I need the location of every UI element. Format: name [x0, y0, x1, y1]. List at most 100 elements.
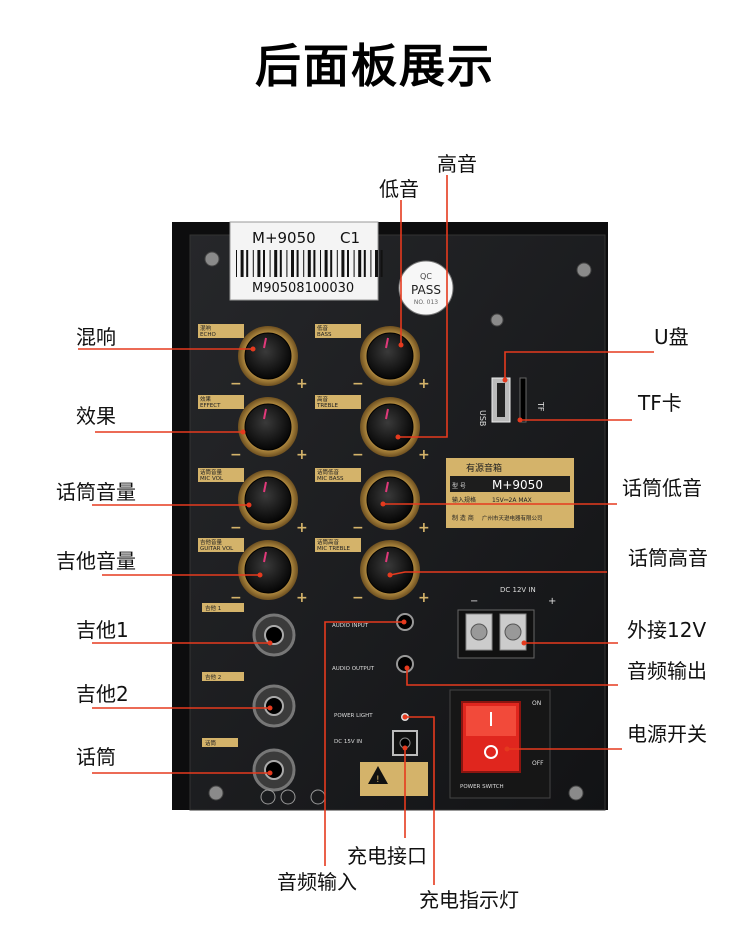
callout-dot-13 [521, 640, 527, 646]
callout-line-17 [324, 621, 404, 866]
callout-line-18 [405, 716, 435, 885]
callout-dot-2 [250, 346, 256, 352]
callout-dot-10 [517, 417, 523, 423]
svg-text:话筒低音: 话筒低音 [317, 468, 340, 476]
callout-dot-17 [401, 619, 407, 625]
callout-line-14 [406, 668, 618, 686]
svg-text:制 造 商: 制 造 商 [452, 514, 474, 522]
callout-dot-16 [402, 745, 408, 751]
callout-treble: 高音 [437, 152, 477, 176]
svg-text:话筒音量: 话筒音量 [200, 468, 223, 476]
callout-dot-15 [504, 746, 510, 752]
guitar1-jack: 吉他 1 [202, 603, 296, 657]
warning-icon: ! [360, 762, 428, 796]
page-title: 后面板展示 [255, 39, 495, 93]
svg-text:+: + [296, 447, 308, 463]
callout-usb: U盘 [654, 325, 689, 349]
svg-text:−: − [230, 447, 242, 463]
svg-text:POWER LIGHT: POWER LIGHT [334, 713, 373, 719]
callout-audio-output: 音频输出 [627, 659, 707, 683]
callout-dot-7 [267, 705, 273, 711]
callout-mic: 话筒 [76, 745, 116, 769]
callout-dot-11 [380, 501, 386, 507]
nameplate: 有源音箱 型 号 M+9050 输入规格 15V⎓2A MAX 制 造 商 广州… [446, 458, 574, 528]
svg-text:−: − [352, 376, 364, 392]
svg-text:+: + [296, 520, 308, 536]
callout-line-9 [504, 351, 654, 380]
svg-text:DC 15V IN: DC 15V IN [334, 739, 362, 745]
svg-text:MIC TREBLE: MIC TREBLE [317, 546, 350, 552]
callout-guitar1: 吉他1 [76, 618, 129, 642]
callout-dot-0 [395, 434, 401, 440]
callout-dc12v: 外接12V [627, 618, 707, 642]
svg-text:+: + [296, 376, 308, 392]
callout-effect: 效果 [76, 404, 116, 428]
barcode-sticker: M+9050 C1 M90508100030 [229, 221, 383, 301]
svg-text:TF: TF [536, 401, 545, 412]
callout-tf: TF卡 [638, 391, 682, 415]
callout-mic-treble: 话筒高音 [628, 546, 708, 570]
svg-text:−: − [230, 376, 242, 392]
svg-text:吉他音量: 吉他音量 [200, 538, 223, 546]
svg-text:AUDIO INPUT: AUDIO INPUT [332, 623, 369, 629]
svg-text:+: + [418, 376, 430, 392]
callout-lines [78, 175, 654, 885]
callout-dots [240, 342, 527, 776]
svg-text:有源音箱: 有源音箱 [466, 462, 502, 474]
mic-jack: 话筒 [202, 738, 296, 792]
svg-text:POWER SWITCH: POWER SWITCH [460, 784, 504, 790]
callout-guitar2: 吉他2 [76, 682, 129, 706]
callout-dot-8 [267, 770, 273, 776]
callout-line-12 [389, 571, 607, 576]
callout-bass: 低音 [379, 177, 419, 201]
svg-text:USB: USB [478, 410, 487, 426]
svg-text:−: − [352, 520, 364, 536]
callout-echo: 混响 [76, 325, 116, 349]
svg-text:EFFECT: EFFECT [200, 403, 221, 409]
svg-text:15V⎓2A MAX: 15V⎓2A MAX [492, 497, 532, 504]
svg-text:型 号: 型 号 [452, 482, 466, 490]
svg-text:广州市天逊电器有限公司: 广州市天逊电器有限公司 [482, 514, 543, 522]
svg-text:−: − [352, 590, 364, 606]
svg-text:TREBLE: TREBLE [316, 403, 338, 409]
callout-dot-5 [257, 572, 263, 578]
svg-text:+: + [548, 596, 556, 607]
callout-mic-volume: 话筒音量 [56, 480, 136, 504]
callout-dot-6 [267, 640, 273, 646]
guitar2-jack: 吉他 2 [202, 672, 296, 728]
svg-text:MIC VOL: MIC VOL [200, 476, 224, 482]
callout-dot-18 [402, 714, 408, 720]
svg-text:混响: 混响 [200, 324, 212, 332]
svg-text:GUITAR VOL: GUITAR VOL [200, 546, 234, 552]
svg-text:−: − [230, 590, 242, 606]
svg-text:−: − [470, 596, 478, 607]
sticker-model: M+9050 [252, 229, 316, 247]
callout-power-switch: 电源开关 [627, 722, 707, 746]
qc-pass-sticker: QC PASS NO. 013 [398, 260, 454, 316]
svg-text:BASS: BASS [317, 332, 332, 338]
svg-text:OFF: OFF [532, 760, 544, 767]
svg-text:AUDIO OUTPUT: AUDIO OUTPUT [332, 666, 375, 672]
svg-text:低音: 低音 [317, 324, 329, 332]
callout-guitar-volume: 吉他音量 [56, 549, 136, 573]
panel-screws [204, 251, 592, 801]
callout-line-0 [398, 175, 448, 438]
power-switch: ON OFF POWER SWITCH [449, 689, 551, 799]
svg-text:+: + [418, 590, 430, 606]
callout-audio-input: 音频输入 [277, 870, 357, 894]
svg-text:+: + [418, 520, 430, 536]
callout-charge-light: 充电指示灯 [419, 888, 519, 912]
svg-text:PASS: PASS [411, 283, 441, 297]
svg-text:效果: 效果 [200, 395, 212, 403]
callout-dot-1 [398, 342, 404, 348]
callout-charge-port: 充电接口 [347, 844, 427, 868]
svg-text:吉他 1: 吉他 1 [205, 604, 221, 612]
